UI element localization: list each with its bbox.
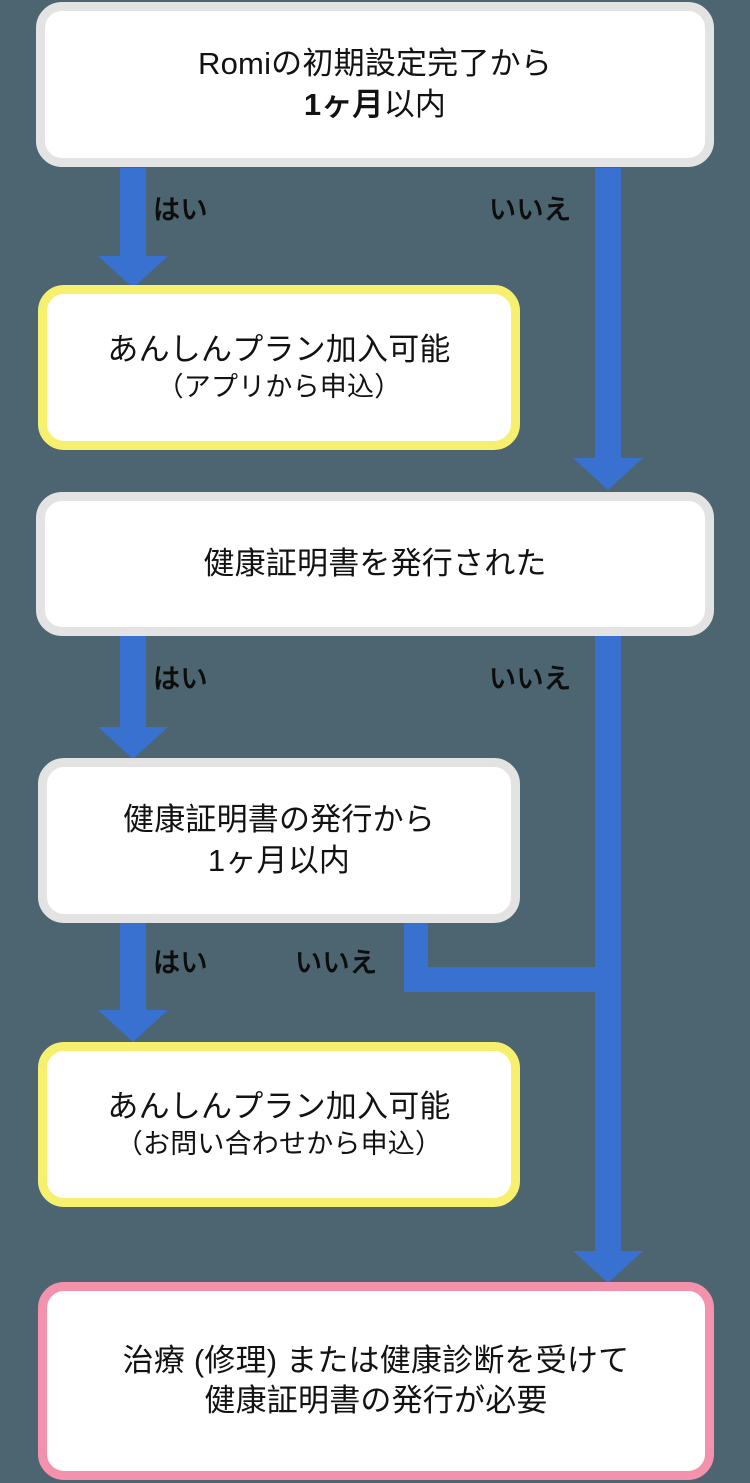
edge-3-yes-arrow	[98, 635, 168, 759]
node-initial-setup[interactable]: Romiの初期設定完了から 1ヶ月以内	[36, 2, 714, 167]
edge-1-no-arrow	[573, 168, 643, 490]
edge-4-no-elbow	[404, 918, 620, 994]
node-certificate-within-month[interactable]: 健康証明書の発行から 1ヶ月以内	[38, 758, 520, 923]
node-initial-setup-line-1: Romiの初期設定完了から	[198, 46, 552, 82]
node-initial-setup-emphasis: 1ヶ月	[303, 86, 384, 122]
node-plan-app-line-2: （アプリから申込）	[156, 372, 402, 403]
node-plan-app-line-1: あんしんプラン加入可能	[107, 331, 451, 367]
node-need-treatment-line-1: 治療 (修理) または健康診断を受けて	[122, 1342, 630, 1378]
node-need-treatment-line-2: 健康証明書の発行が必要	[204, 1383, 548, 1418]
branch-label-no-3: いいえ	[295, 948, 378, 978]
edge-4-yes-arrow	[98, 918, 168, 1042]
branch-label-yes-2: はい	[153, 664, 208, 694]
node-plan-contact-line-1: あんしんプラン加入可能	[107, 1088, 451, 1124]
node-need-treatment[interactable]: 治療 (修理) または健康診断を受けて 健康証明書の発行が必要	[38, 1282, 714, 1480]
node-plan-contact-line-2: （お問い合わせから申込）	[115, 1129, 443, 1160]
node-plan-contact[interactable]: あんしんプラン加入可能 （お問い合わせから申込）	[38, 1042, 520, 1207]
node-plan-app[interactable]: あんしんプラン加入可能 （アプリから申込）	[38, 285, 520, 450]
node-certificate-issued[interactable]: 健康証明書を発行された	[36, 492, 714, 636]
edge-1-yes-arrow	[98, 168, 168, 288]
branch-label-no-2: いいえ	[489, 664, 572, 694]
branch-label-yes-3: はい	[153, 948, 208, 978]
node-certificate-within-month-line-1: 健康証明書の発行から	[123, 802, 435, 838]
node-initial-setup-line-2: 1ヶ月以内	[304, 85, 446, 125]
node-initial-setup-tail: 以内	[383, 86, 447, 122]
node-certificate-issued-line-1: 健康証明書を発行された	[203, 545, 547, 581]
branch-label-yes-1: はい	[153, 195, 208, 225]
node-certificate-within-month-line-2: 1ヶ月以内	[207, 842, 351, 878]
branch-label-no-1: いいえ	[489, 195, 572, 225]
edge-3-no-arrow	[573, 635, 643, 1283]
